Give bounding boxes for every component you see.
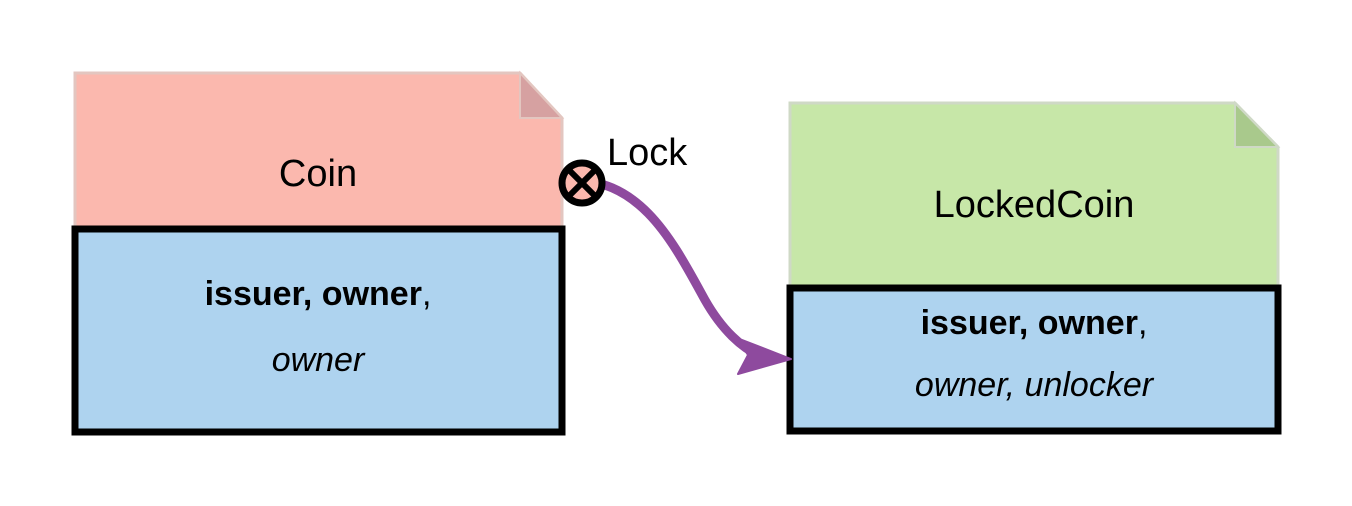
coin-attributes-line-2: owner: [272, 341, 366, 379]
coin-title: Coin: [279, 153, 357, 195]
edge-lock[interactable]: Lock: [558, 132, 792, 375]
coin-attributes-line-1: issuer, owner,: [205, 275, 432, 313]
circled-x-icon: [558, 159, 606, 207]
lockedcoin-body-shape: [786, 284, 1282, 435]
coin-attr-bold: issuer, owner: [205, 275, 422, 313]
lockedcoin-attributes-line-2: owner, unlocker: [915, 366, 1155, 404]
node-coin[interactable]: Coin issuer, owner, owner: [71, 70, 566, 436]
lockedcoin-attr-bold-comma: ,: [1138, 304, 1147, 342]
edge-lock-label: Lock: [607, 132, 688, 174]
lockedcoin-attr-bold: issuer, owner: [921, 304, 1138, 342]
lockedcoin-header-shape: [788, 101, 1280, 290]
coin-header-shape: [73, 71, 564, 231]
node-lockedcoin[interactable]: LockedCoin issuer, owner, owner, unlocke…: [786, 100, 1282, 435]
edge-lock-curve: [560, 175, 765, 361]
coin-header-fold-icon: [519, 70, 565, 119]
lockedcoin-header-fold-icon: [1234, 100, 1281, 148]
lockedcoin-attributes-line-1: issuer, owner,: [921, 304, 1148, 342]
coin-attr-bold-comma: ,: [422, 275, 431, 313]
coin-body-shape: [71, 225, 566, 436]
lockedcoin-title: LockedCoin: [934, 184, 1135, 226]
edge-lock-arrowhead-icon: [736, 337, 792, 375]
